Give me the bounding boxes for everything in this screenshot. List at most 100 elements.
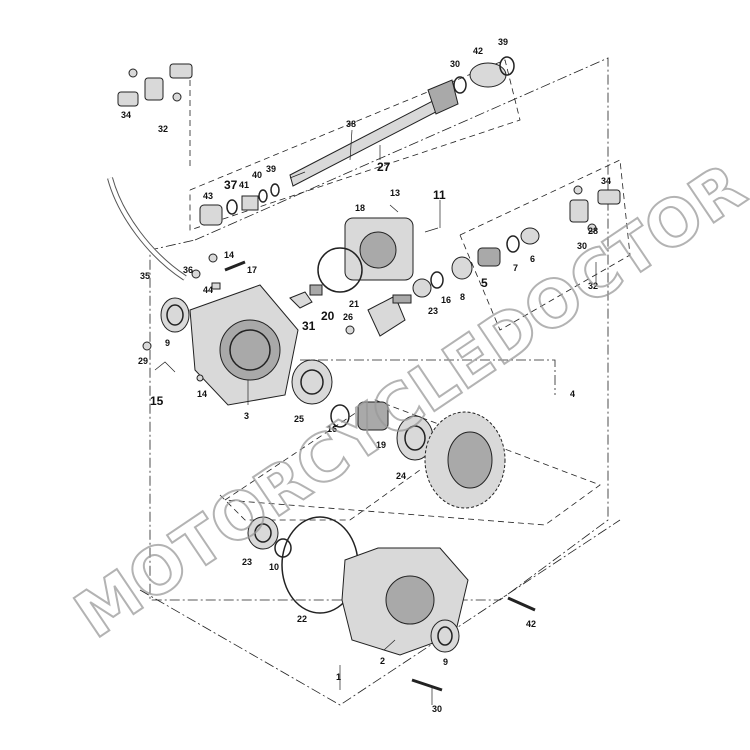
label-25: 25 bbox=[294, 414, 304, 424]
seal-9-right bbox=[430, 619, 460, 653]
label-29: 29 bbox=[138, 356, 148, 366]
ring-37 bbox=[226, 199, 238, 215]
label-32-right: 32 bbox=[588, 281, 598, 291]
label-44: 44 bbox=[203, 285, 213, 295]
clips bbox=[289, 284, 323, 309]
label-13: 13 bbox=[390, 188, 400, 198]
seal-9-right-inner bbox=[437, 626, 453, 646]
pinion-shaft bbox=[392, 294, 412, 304]
label-8: 8 bbox=[460, 292, 465, 302]
label-23-bottom: 23 bbox=[242, 557, 252, 567]
label-39-top: 39 bbox=[498, 37, 508, 47]
label-15: 15 bbox=[150, 394, 164, 408]
bracket-20 bbox=[309, 284, 323, 296]
ring-gear-4 bbox=[424, 411, 506, 509]
yoke-34-left bbox=[117, 91, 139, 107]
hose-35 bbox=[107, 177, 187, 281]
cap-right-1 bbox=[573, 185, 583, 195]
seal-9-left bbox=[160, 297, 190, 333]
ring-39-left bbox=[270, 183, 280, 197]
label-1: 1 bbox=[336, 672, 341, 682]
part-labels: 1 2 3 4 5 6 7 8 9 9 10 11 13 14 14 15 16… bbox=[121, 37, 611, 714]
cap-left-2 bbox=[172, 92, 182, 102]
shaft-box bbox=[189, 59, 521, 231]
leader-2 bbox=[383, 639, 396, 651]
label-30-top: 30 bbox=[450, 59, 460, 69]
label-36: 36 bbox=[183, 265, 193, 275]
label-10: 10 bbox=[269, 562, 279, 572]
label-16-top: 16 bbox=[441, 295, 451, 305]
bearing-23-top bbox=[412, 278, 432, 298]
plug-29 bbox=[142, 341, 152, 351]
ring-16-top bbox=[430, 271, 444, 289]
shaft-spline bbox=[289, 171, 306, 179]
cap-right-2 bbox=[587, 223, 597, 233]
leader-4 bbox=[300, 359, 556, 395]
bolt-13 bbox=[389, 204, 399, 213]
yoke-5 bbox=[477, 247, 501, 267]
label-32-left: 32 bbox=[158, 124, 168, 134]
shaft-end bbox=[427, 79, 459, 115]
label-18: 18 bbox=[355, 203, 365, 213]
u-joint-left bbox=[117, 63, 193, 107]
label-34-left: 34 bbox=[121, 110, 131, 120]
housing-bore-inner bbox=[229, 329, 271, 371]
bolt-14-top bbox=[208, 253, 218, 263]
seal-9-left-inner bbox=[166, 304, 184, 326]
label-16-mid: 16 bbox=[327, 424, 337, 434]
cross-right bbox=[569, 199, 589, 223]
label-2: 2 bbox=[380, 656, 385, 666]
hose-35-inner bbox=[108, 177, 187, 280]
label-6: 6 bbox=[530, 254, 535, 264]
label-17: 17 bbox=[247, 265, 257, 275]
ring-39-top bbox=[499, 56, 515, 76]
screw-11 bbox=[424, 227, 439, 233]
bearing-cover bbox=[317, 204, 439, 293]
label-41: 41 bbox=[239, 180, 249, 190]
label-34-right: 34 bbox=[601, 176, 611, 186]
label-23-top: 23 bbox=[428, 306, 438, 316]
bearing-24-inner bbox=[404, 425, 426, 451]
label-38: 38 bbox=[346, 119, 356, 129]
drive-shaft bbox=[289, 79, 459, 187]
label-40: 40 bbox=[252, 170, 262, 180]
bolt-14-bottom bbox=[196, 374, 204, 382]
pin-17 bbox=[224, 260, 246, 272]
bearing-23-bottom-inner bbox=[254, 523, 272, 543]
yoke-34-right bbox=[597, 189, 621, 205]
leader-38 bbox=[349, 129, 353, 161]
label-39-left: 39 bbox=[266, 164, 276, 174]
bolt-42 bbox=[507, 596, 536, 612]
label-30-right: 30 bbox=[577, 241, 587, 251]
label-3: 3 bbox=[244, 411, 249, 421]
clip-31 bbox=[289, 291, 313, 309]
cross-32-left bbox=[144, 77, 164, 101]
bottom-boundary bbox=[139, 519, 621, 706]
hub-19 bbox=[357, 401, 389, 431]
label-14-bottom: 14 bbox=[197, 389, 207, 399]
gear-box bbox=[224, 399, 601, 526]
u-joint-right bbox=[569, 185, 621, 233]
label-30-bottom: 30 bbox=[432, 704, 442, 714]
label-24: 24 bbox=[396, 471, 406, 481]
output-seals bbox=[412, 227, 540, 298]
ring-16-mid bbox=[330, 404, 350, 428]
housing-3 bbox=[189, 284, 299, 406]
housing-bore bbox=[219, 319, 281, 381]
wire-15 bbox=[154, 361, 176, 373]
shaft-body bbox=[289, 91, 456, 187]
yoke-left-top bbox=[169, 63, 193, 79]
label-28: 28 bbox=[588, 226, 598, 236]
label-35: 35 bbox=[140, 271, 150, 281]
label-26: 26 bbox=[343, 312, 353, 322]
ring-10 bbox=[274, 538, 292, 558]
label-42-top: 42 bbox=[473, 46, 483, 56]
clamp-36 bbox=[191, 269, 201, 279]
bearing-25-inner bbox=[300, 369, 324, 395]
shaft-left-parts bbox=[199, 183, 280, 226]
label-22: 22 bbox=[297, 614, 307, 624]
label-9-right: 9 bbox=[443, 657, 448, 667]
label-31: 31 bbox=[302, 319, 316, 333]
